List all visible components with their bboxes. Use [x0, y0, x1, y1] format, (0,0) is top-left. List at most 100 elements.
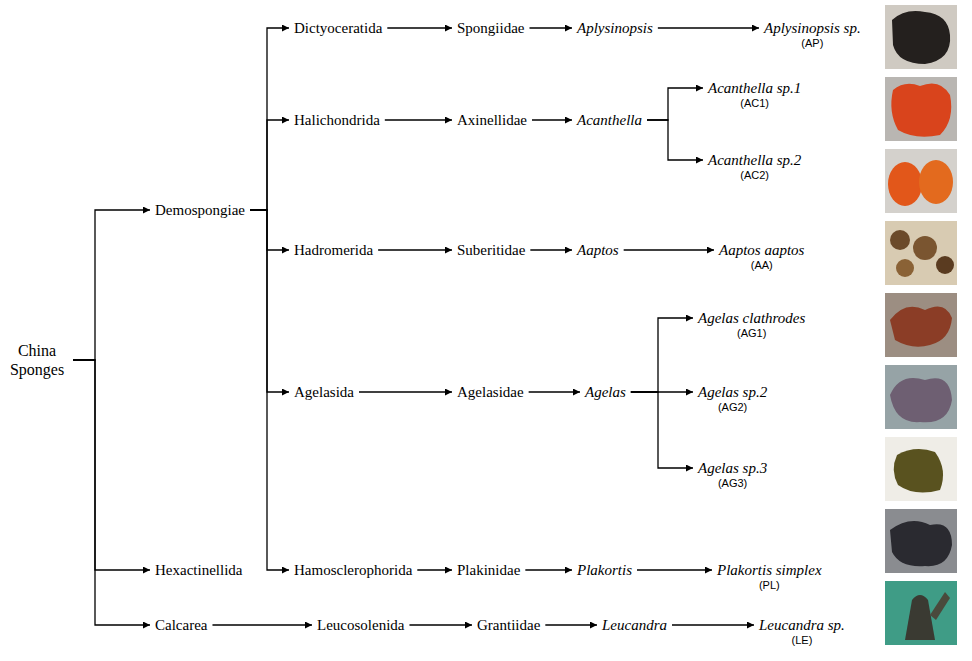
photo-ground: [885, 509, 957, 573]
branch-arrow: [73, 360, 150, 625]
taxon-name: Hexactinellida: [155, 561, 242, 579]
taxon-node: Agelas sp.3(AG3): [696, 459, 769, 490]
taxon-name: Plakortis: [577, 561, 632, 579]
taxon-name: Aplysinopsis: [577, 19, 653, 37]
taxon-node: Leucosolenida: [315, 616, 406, 634]
branch-arrow: [631, 318, 693, 392]
branch-arrow: [529, 391, 580, 392]
sample-code: (LE): [759, 634, 845, 647]
taxon-name: Calcarea: [155, 616, 207, 634]
sponge-photo: [885, 581, 957, 645]
taxon-name: Axinellidae: [457, 111, 527, 129]
branch-arrow: [672, 624, 754, 625]
branch-arrow: [545, 624, 597, 625]
taxon-name: Hamosclerophorida: [294, 561, 412, 579]
branch-arrow: [525, 569, 572, 570]
taxon-name: Grantiidae: [477, 616, 540, 634]
taxon-node: Agelas clathrodes(AG1): [696, 309, 807, 340]
branch-arrow: [647, 120, 703, 160]
taxon-name: Spongiidae: [457, 19, 525, 37]
sponge-shape: [930, 592, 950, 620]
branch-arrow: [378, 249, 452, 250]
taxon-name: Demospongiae: [155, 201, 245, 219]
sample-code: (AG2): [698, 401, 767, 414]
branch-arrow: [387, 27, 452, 28]
branch-arrow: [637, 569, 712, 570]
photo-ground: [885, 365, 957, 429]
taxon-name: Leucandra sp.: [759, 616, 845, 634]
taxon-node: Aplysinopsis sp.(AP): [762, 19, 863, 50]
branch-arrow: [658, 27, 759, 28]
sponge-shape: [890, 230, 910, 250]
branch-arrow: [385, 119, 452, 120]
taxon-node: Plakinidae: [455, 561, 522, 579]
sponge-shape: [919, 160, 953, 204]
branch-arrow: [250, 210, 289, 392]
sponge-photo: [885, 149, 957, 213]
branch-arrow: [250, 28, 289, 210]
taxon-name: Aplysinopsis sp.: [764, 19, 861, 37]
taxon-node: Demospongiae: [153, 201, 247, 219]
taxon-node: Plakortis: [575, 561, 634, 579]
taxon-node: Axinellidae: [455, 111, 529, 129]
sponge-photo: [885, 77, 957, 141]
taxon-node: Hadromerida: [292, 241, 375, 259]
branch-arrow: [73, 360, 150, 570]
branch-arrow: [530, 249, 572, 250]
taxon-name: Acanthella sp.1: [708, 79, 801, 97]
sample-code: (PL): [717, 579, 822, 592]
branch-arrow: [624, 249, 714, 250]
taxon-name: Agelasida: [294, 383, 354, 401]
sponge-photo: [885, 437, 957, 501]
taxon-node: Agelasidae: [455, 383, 526, 401]
sponge-photo: [885, 293, 957, 357]
taxon-node: Hexactinellida: [153, 561, 244, 579]
taxon-name: Acanthella: [577, 111, 642, 129]
sponge-shape: [890, 306, 952, 346]
sponge-photo: [885, 221, 957, 285]
taxon-node: Aplysinopsis: [575, 19, 655, 37]
taxon-name: Plakinidae: [457, 561, 520, 579]
sponge-photo: [885, 365, 957, 429]
taxon-name: Hadromerida: [294, 241, 373, 259]
taxon-node: Acanthella sp.1(AC1): [706, 79, 803, 110]
taxon-node: Hamosclerophorida: [292, 561, 414, 579]
sponge-photo: [885, 509, 957, 573]
sample-code: (AP): [764, 37, 861, 50]
taxon-name: Aaptos aaptos: [719, 241, 804, 259]
taxon-name: Acanthella sp.2: [708, 151, 801, 169]
taxon-node: Acanthella sp.2(AC2): [706, 151, 803, 182]
taxon-name: Agelas sp.3: [698, 459, 767, 477]
branch-arrow: [647, 88, 703, 120]
taxon-node: Acanthella: [575, 111, 644, 129]
photo-ground: [885, 581, 957, 645]
taxon-node: Suberitidae: [455, 241, 527, 259]
sample-code: (AG3): [698, 477, 767, 490]
photo-ground: [885, 5, 957, 69]
taxon-node: Calcarea: [153, 616, 209, 634]
branch-arrow: [631, 392, 693, 468]
sponge-shape: [936, 256, 954, 274]
branch-arrow: [409, 624, 472, 625]
photo-ground: [885, 221, 957, 285]
branch-arrow: [532, 119, 572, 120]
branch-arrow: [417, 569, 452, 570]
taxon-node: Plakortis simplex(PL): [715, 561, 824, 592]
sponge-photo: [885, 5, 957, 69]
sample-code: (AC2): [708, 169, 801, 182]
taxon-name: Leucandra: [602, 616, 667, 634]
branch-arrow: [359, 391, 452, 392]
photo-ground: [885, 149, 957, 213]
branch-arrow: [530, 27, 573, 28]
taxon-node: Grantiidae: [475, 616, 542, 634]
taxon-node: Aaptos aaptos(AA): [717, 241, 806, 272]
taxon-node: Spongiidae: [455, 19, 527, 37]
taxon-name: Leucosolenida: [317, 616, 404, 634]
photo-ground: [885, 77, 957, 141]
sponge-shape: [891, 83, 951, 136]
taxon-name: Agelas: [585, 383, 626, 401]
sample-code: (AG1): [698, 327, 805, 340]
